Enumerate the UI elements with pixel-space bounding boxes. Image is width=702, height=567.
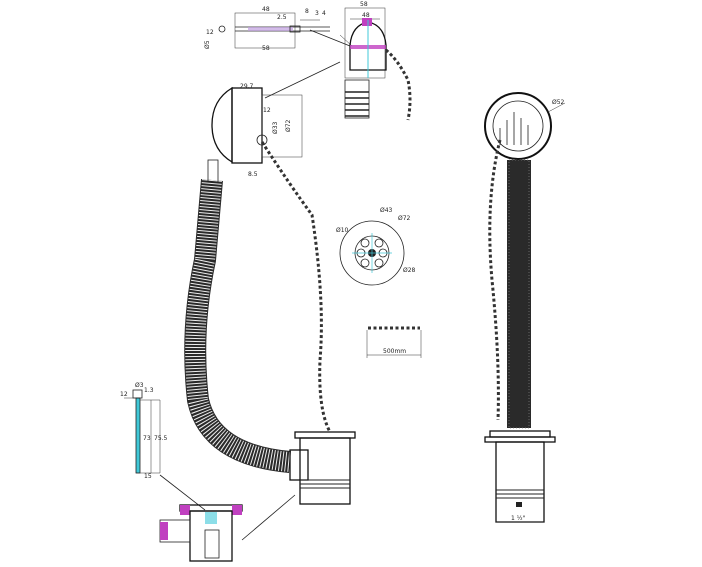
dimension-label: 2.5 [277,14,287,21]
dimension-label: 48 [362,12,370,19]
waste-section-detail [159,494,296,562]
dimension-label: Ø28 [403,267,416,274]
flexible-hose [184,179,292,473]
side-hose [507,160,531,428]
dimension-label: Ø10 [336,227,349,234]
leader-arrow [264,61,341,99]
dimension-label: 29.7 [240,83,254,90]
overflow-head: 29.7 Ø33 Ø72 8.5 12 [207,83,303,183]
dimension-label: 15 [144,473,152,480]
dimension-label: 1 ½" [511,515,526,522]
chain-length-detail: 500mm [366,326,422,358]
dimension-label: 48 [262,6,270,13]
dimension-label: Ø33 [272,121,279,134]
dimension-label: 8 [305,8,309,15]
side-overflow-head: Ø52 [484,92,566,160]
dimension-label: 12 [206,29,214,36]
dimension-label: 75.5 [154,435,168,442]
dimension-label: Ø72 [398,215,411,222]
dimension-label: Ø5 [204,40,211,49]
waste-outlet [289,431,356,505]
dimension-label: 73 [143,435,151,442]
grate-detail: Ø10 Ø43 Ø72 Ø28 [336,207,416,286]
side-chain [488,139,502,421]
dimension-label: 58 [360,1,368,8]
dimension-label: Ø43 [380,207,393,214]
chain [260,141,332,433]
rod-detail: Ø3 1.3 12 73 75.5 15 [120,382,206,511]
dimension-label: 4 [322,10,326,17]
dimension-label: Ø52 [552,99,565,106]
dimension-label: 58 [262,45,270,52]
popup-head-detail: 58 48 [264,1,412,121]
dimension-label: 8.5 [248,171,258,178]
dimension-label: 12 [120,391,128,398]
side-waste-outlet: 1 ½" [484,430,556,523]
dimension-label: Ø3 [135,382,144,389]
dimension-label: 500mm [383,348,406,355]
dimension-label: Ø72 [285,119,292,132]
dimension-label: 1.3 [144,387,154,394]
dimension-label: 12 [263,107,271,114]
rod-end-icon [218,25,226,33]
dimension-label: 3 [315,10,319,17]
leader-arrow [309,29,351,47]
popup-rod-detail: 48 2.5 8 3 4 12 Ø5 58 [204,6,353,52]
